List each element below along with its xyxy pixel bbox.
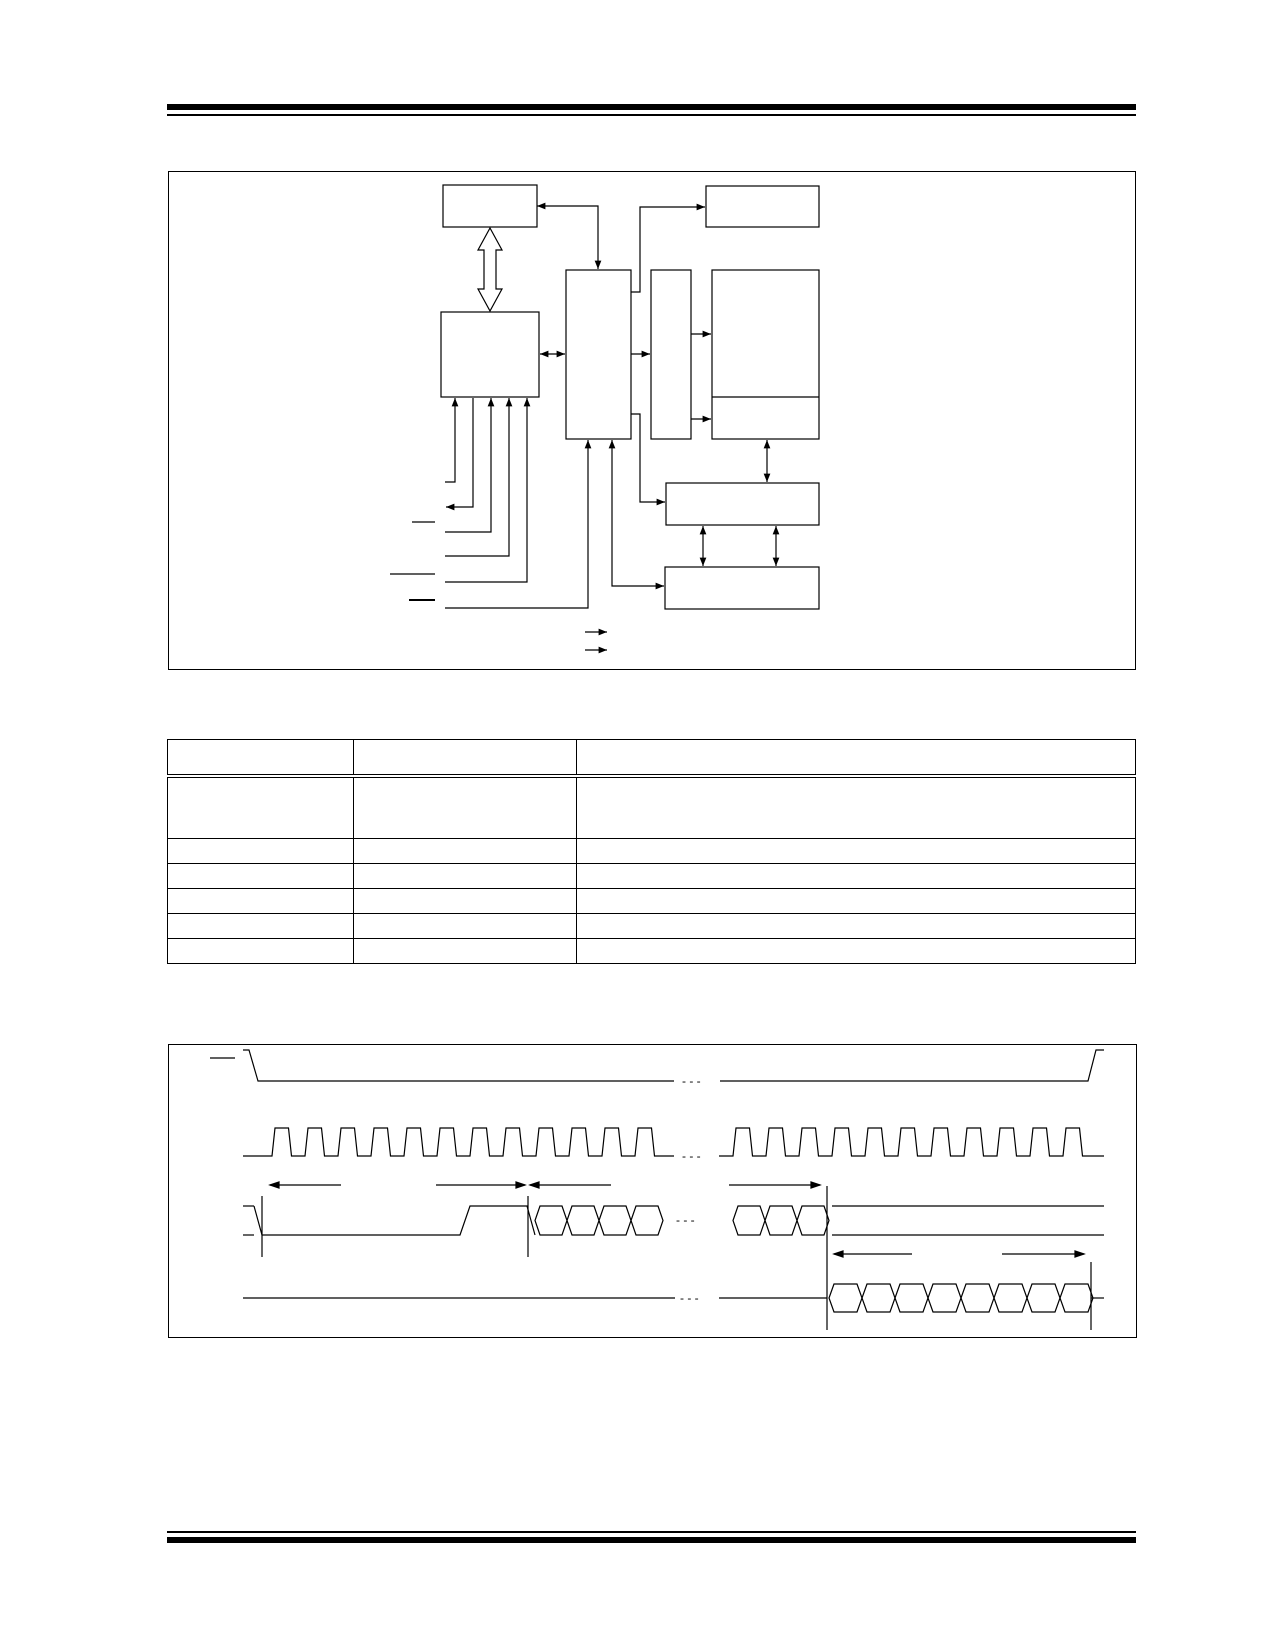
data-out-bus-cell: [861, 1283, 896, 1313]
bus-arrow-icon: [476, 226, 504, 313]
data-in-bus-cell: [566, 1205, 600, 1236]
data-in-bus-cell: [732, 1205, 766, 1236]
break-marker-dout: - - -: [680, 1291, 699, 1305]
timing-arrow-data-right-head: [810, 1181, 822, 1189]
pin-line-6: [445, 440, 592, 609]
connector-control-to-top-right: [631, 203, 705, 293]
timing-arrow-data-left-head: [528, 1181, 540, 1189]
timing-arrow-left-head: [268, 1181, 280, 1189]
table-header-cell: [576, 739, 1136, 778]
break-marker-cs: - - -: [682, 1074, 701, 1088]
timing-arrow-out-right-head: [1074, 1250, 1086, 1258]
pin-line-3: [445, 398, 495, 533]
table-cell: [353, 837, 577, 864]
data-out-bus-cell: [960, 1283, 995, 1313]
pin-line-5: [445, 398, 531, 583]
data-out-bus-cell: [1059, 1283, 1094, 1313]
table-cell: [353, 912, 577, 939]
table-cell: [167, 937, 354, 965]
header-rule-thick: [167, 104, 1136, 110]
table-header-cell: [167, 739, 354, 778]
table-cell: [576, 937, 1136, 965]
data-in-bus-cell: [598, 1205, 632, 1236]
data-out-bus-cell: [993, 1283, 1028, 1313]
footer-rule-thick: [167, 1537, 1136, 1543]
top-right-block: [705, 185, 820, 228]
table-cell: [167, 862, 354, 889]
table-cell: [576, 912, 1136, 939]
data-in-bus-cell: [534, 1205, 568, 1236]
connector-top-block-to-control: [537, 202, 602, 269]
table-cell: [576, 862, 1136, 889]
clock-wave-right: [719, 1127, 1104, 1157]
footer-rule-thin: [167, 1531, 1136, 1533]
table-row: [167, 862, 1136, 889]
data-out-bus-cell: [927, 1283, 962, 1313]
lower-right-block-2: [664, 566, 820, 610]
timing-arrow-out-left-head: [832, 1250, 844, 1258]
table-cell: [167, 887, 354, 914]
lower-right-block-1: [665, 482, 820, 526]
pin-description-table: [167, 739, 1136, 965]
data-out-bus-cell: [828, 1283, 863, 1313]
connector-control-to-lower-2: [608, 440, 664, 590]
data-in-bus-cell: [796, 1205, 830, 1236]
signal-line-din-start: [253, 1205, 536, 1236]
clock-wave-left: [243, 1127, 674, 1157]
table-cell: [167, 837, 354, 864]
narrow-decoder-block: [650, 269, 692, 440]
table-cell: [353, 775, 577, 839]
pin-line-1: [445, 398, 459, 483]
break-marker-clk: - - -: [682, 1149, 701, 1163]
data-out-bus-cell: [1026, 1283, 1061, 1313]
pin-line-4: [445, 398, 513, 557]
table-row: [167, 937, 1136, 965]
break-marker-din: - - -: [676, 1213, 695, 1227]
table-cell: [353, 862, 577, 889]
table-header-cell: [353, 739, 577, 778]
signal-line-cs: [243, 1049, 674, 1082]
timing-diagram-frame: [168, 1044, 1137, 1338]
pin-line-2: [446, 398, 474, 511]
signal-line-cs-end: [720, 1049, 1104, 1082]
table-cell: [576, 775, 1136, 839]
data-out-bus-cell: [894, 1283, 929, 1313]
data-in-bus-cell: [764, 1205, 798, 1236]
data-in-bus-cell: [630, 1205, 664, 1236]
table-cell: [353, 887, 577, 914]
table-row: [167, 912, 1136, 939]
table-header-row: [167, 739, 1136, 778]
block-diagram-frame: [168, 171, 1136, 670]
memory-array-block: [711, 269, 820, 440]
timing-arrow-right-head: [515, 1181, 527, 1189]
header-rule-thin: [167, 114, 1136, 116]
table-cell: [167, 912, 354, 939]
